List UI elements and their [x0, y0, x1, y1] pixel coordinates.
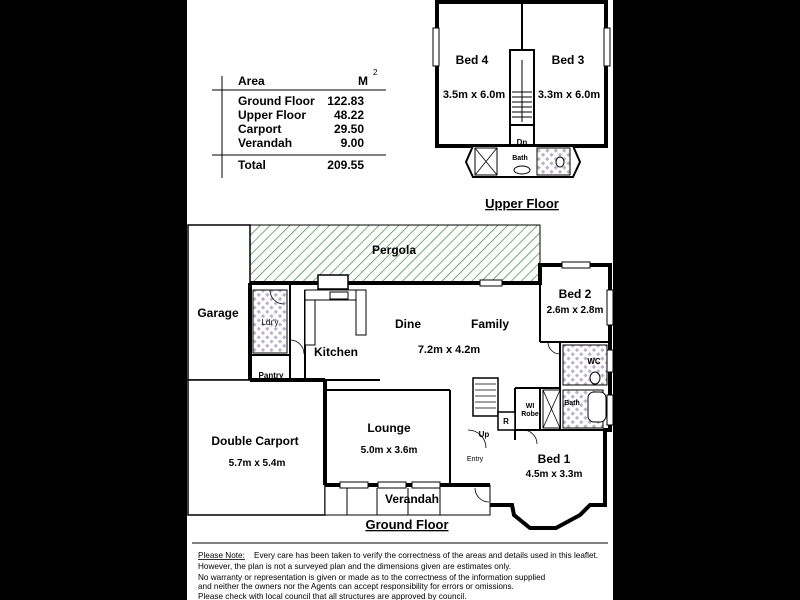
area-row-label: Ground Floor — [238, 94, 315, 108]
pergola-label: Pergola — [372, 243, 416, 257]
lounge-label: Lounge — [367, 421, 411, 435]
bed4-label: Bed 4 — [456, 53, 489, 67]
laundry-label: Ldr'y — [261, 318, 278, 327]
note-label: Please Note: — [198, 551, 245, 560]
verandah-label: Verandah — [385, 492, 439, 506]
robe-r-label: R — [503, 417, 509, 426]
stair-up-label: Up — [479, 430, 490, 439]
bed4-size: 3.5m x 6.0m — [443, 89, 506, 101]
note-line: However, the plan is not a surveyed plan… — [198, 562, 511, 571]
area-row-label: Carport — [238, 122, 281, 136]
upper-stair-label: Dn — [517, 138, 528, 147]
area-header-superscript: 2 — [373, 68, 378, 77]
note-line: No warranty or representation is given o… — [198, 573, 546, 582]
area-row-label: Upper Floor — [238, 108, 306, 122]
garage-label: Garage — [197, 306, 239, 320]
note-line: Please check with local council that all… — [198, 592, 467, 600]
area-row-value: 9.00 — [341, 136, 365, 150]
note-line: and neither the owners nor the Agents ca… — [198, 582, 514, 591]
bath-label: Bath — [564, 400, 580, 407]
living-size: 7.2m x 4.2m — [418, 344, 481, 356]
area-row-value: 122.83 — [327, 94, 364, 108]
area-header-unit: M — [358, 74, 368, 88]
bed1-size: 4.5m x 3.3m — [526, 469, 583, 480]
bed3-label: Bed 3 — [552, 53, 585, 67]
dine-label: Dine — [395, 317, 421, 331]
ground-floor-plan — [187, 224, 614, 530]
note-line: Every care has been taken to verify the … — [254, 551, 598, 560]
area-total-label: Total — [238, 158, 266, 172]
kitchen-label: Kitchen — [314, 345, 358, 359]
bed3-size: 3.3m x 6.0m — [538, 89, 601, 101]
area-row-value: 29.50 — [334, 122, 364, 136]
area-row-label: Verandah — [238, 136, 292, 150]
bed2-label: Bed 2 — [559, 287, 592, 301]
ground-floor-title: Ground Floor — [365, 517, 448, 532]
disclaimer-note: Please Note: Every care has been taken t… — [198, 551, 598, 600]
upper-floor-plan — [432, 0, 611, 178]
upper-bath-label: Bath — [512, 155, 528, 162]
carport-label: Double Carport — [211, 434, 298, 448]
pantry-label: Pantry — [259, 371, 284, 380]
upper-floor-title: Upper Floor — [485, 196, 559, 211]
carport-size: 5.7m x 5.4m — [229, 458, 286, 469]
area-table: Area M 2 Ground Floor 122.83 Upper Floor… — [212, 68, 386, 178]
bed2-size: 2.6m x 2.8m — [547, 305, 604, 316]
bed1-label: Bed 1 — [538, 452, 571, 466]
lounge-size: 5.0m x 3.6m — [361, 445, 418, 456]
family-label: Family — [471, 317, 509, 331]
area-row-value: 48.22 — [334, 108, 364, 122]
wi-robe-label: WI — [526, 403, 535, 410]
entry-label: Entry — [467, 456, 484, 463]
wi-robe-label: Robe — [521, 411, 539, 418]
wc-label: WC — [587, 357, 601, 366]
area-total-value: 209.55 — [327, 158, 364, 172]
area-header-label: Area — [238, 74, 265, 88]
